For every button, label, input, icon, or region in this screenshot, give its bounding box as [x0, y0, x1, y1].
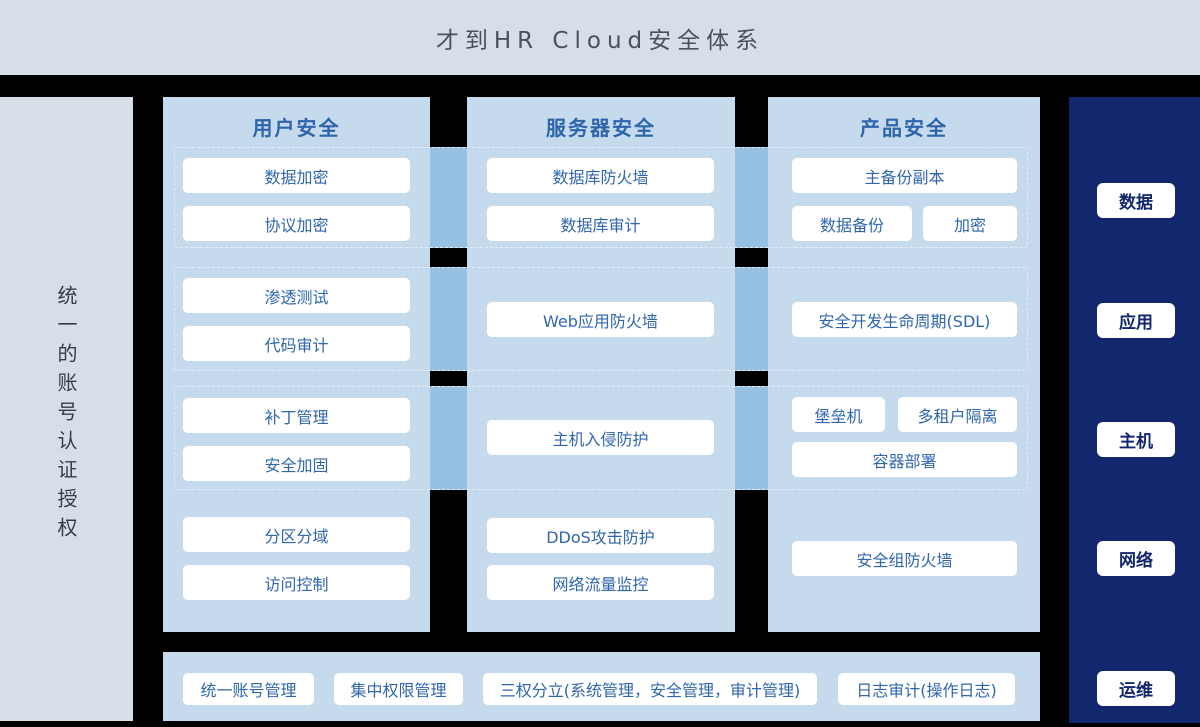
- btn-multi-tenant-isolation: 多租户隔离: [898, 397, 1017, 432]
- connector-gap2-row1: [735, 147, 768, 248]
- btn-separation-of-powers: 三权分立(系统管理，安全管理，审计管理): [483, 673, 817, 705]
- header-bar: 才到HR Cloud安全体系: [0, 0, 1200, 75]
- left-rail-label-wrap: 统一的账号认证授权: [0, 285, 133, 546]
- btn-database-audit: 数据库审计: [487, 206, 714, 241]
- btn-database-firewall: 数据库防火墙: [487, 158, 714, 193]
- btn-primary-backup-replica: 主备份副本: [792, 158, 1017, 193]
- btn-partition-zoning: 分区分域: [183, 517, 410, 552]
- btn-code-audit: 代码审计: [183, 326, 410, 361]
- btn-access-control: 访问控制: [183, 565, 410, 600]
- btn-bastion-host: 堡垒机: [792, 397, 885, 432]
- rail-label-operations: 运维: [1097, 671, 1175, 706]
- btn-encryption: 加密: [923, 206, 1017, 241]
- row-band-1: [174, 147, 1028, 248]
- left-rail: [0, 97, 133, 721]
- btn-centralized-permission-management: 集中权限管理: [334, 673, 463, 705]
- btn-penetration-testing: 渗透测试: [183, 278, 410, 313]
- rail-label-data: 数据: [1097, 183, 1175, 218]
- btn-protocol-encryption: 协议加密: [183, 206, 410, 241]
- column-header-product-security: 产品安全: [860, 116, 948, 140]
- btn-log-audit: 日志审计(操作日志): [838, 673, 1015, 705]
- rail-label-host: 主机: [1097, 422, 1175, 457]
- page-title: 才到HR Cloud安全体系: [435, 27, 765, 54]
- btn-security-group-firewall: 安全组防火墙: [792, 541, 1017, 576]
- connector-gap1-row3: [430, 386, 467, 490]
- rail-label-network: 网络: [1097, 541, 1175, 576]
- btn-data-backup: 数据备份: [792, 206, 912, 241]
- btn-container-deployment: 容器部署: [792, 442, 1017, 477]
- connector-gap1-row1: [430, 147, 467, 248]
- connector-gap2-row3: [735, 386, 768, 490]
- btn-secure-development-lifecycle: 安全开发生命周期(SDL): [792, 302, 1017, 337]
- btn-network-traffic-monitoring: 网络流量监控: [487, 565, 714, 600]
- btn-patch-management: 补丁管理: [183, 398, 410, 433]
- column-header-server-security: 服务器安全: [546, 116, 656, 140]
- btn-data-encryption: 数据加密: [183, 158, 410, 193]
- unified-account-auth-label: 统一的账号认证授权: [54, 285, 78, 546]
- btn-host-intrusion-protection: 主机入侵防护: [487, 420, 714, 455]
- btn-web-application-firewall: Web应用防火墙: [487, 302, 714, 337]
- connector-gap1-row2: [430, 267, 467, 371]
- btn-security-hardening: 安全加固: [183, 446, 410, 481]
- column-header-user-security: 用户安全: [252, 116, 341, 140]
- btn-unified-account-management: 统一账号管理: [183, 673, 314, 705]
- rail-label-application: 应用: [1097, 303, 1175, 338]
- row-band-3: [174, 386, 1028, 490]
- connector-gap2-row2: [735, 267, 768, 371]
- btn-ddos-protection: DDoS攻击防护: [487, 518, 714, 553]
- row-band-2: [174, 267, 1028, 371]
